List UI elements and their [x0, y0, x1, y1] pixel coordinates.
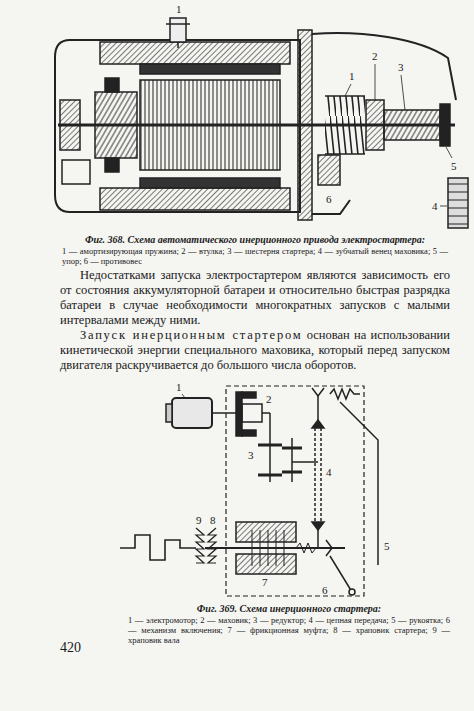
callout-number: 1 — [176, 381, 182, 393]
starter-drawing — [55, 18, 468, 228]
paragraph: Запуск инерционным стартеромоснован на и… — [60, 328, 450, 373]
figure-caption: Фиг. 369. Схема инерционного стартера:1 … — [128, 603, 450, 645]
callout-number: 4 — [432, 200, 438, 212]
callout-number: 7 — [262, 576, 268, 588]
inertia-starter-scheme — [120, 386, 378, 596]
callout-number: 6 — [322, 584, 328, 596]
caption-legend: 1 — амортизирующая пружина; 2 — втулка; … — [62, 246, 448, 266]
callout-number: 9 — [196, 514, 202, 526]
callout-number: 3 — [398, 61, 404, 73]
callout-number: 5 — [451, 160, 457, 172]
text-column: Недостатками запуска электростартером яв… — [60, 268, 450, 373]
callout-number: 5 — [384, 540, 390, 552]
caption-title: Фиг. 368. Схема автоматического инерцион… — [85, 234, 425, 245]
caption-legend: 1 — электромотор; 2 — маховик; 3 — редук… — [128, 615, 450, 645]
callout-number: 1 — [349, 70, 355, 82]
callout-number: 4 — [326, 466, 332, 478]
caption-title: Фиг. 369. Схема инерционного стартера: — [197, 603, 381, 614]
callout-number: 6 — [326, 193, 332, 205]
callout-number: 3 — [248, 449, 254, 461]
spaced-heading: Запуск инерционным стартером — [80, 328, 302, 342]
paragraph: Недостатками запуска электростартером яв… — [60, 268, 450, 328]
callout-number: 8 — [210, 514, 216, 526]
callout-number: 2 — [266, 393, 272, 405]
callout-number: 1 — [176, 3, 182, 15]
callout-number: 2 — [372, 50, 378, 62]
figure-caption: Фиг. 368. Схема автоматического инерцион… — [62, 234, 448, 266]
page-number: 420 — [60, 640, 81, 656]
